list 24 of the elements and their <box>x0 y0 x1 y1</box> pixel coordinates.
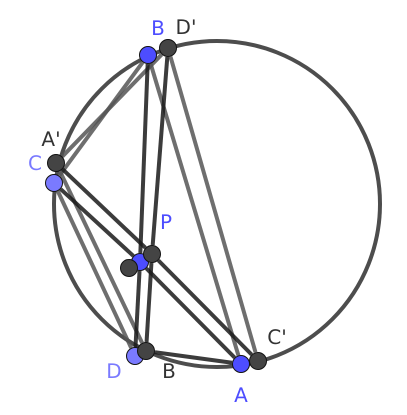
line-segment <box>138 64 150 254</box>
point-label: B <box>151 18 165 38</box>
point-label: P <box>160 212 172 232</box>
line-segment <box>59 188 135 258</box>
line-segment <box>156 258 254 356</box>
line-segment <box>154 350 232 365</box>
line-segment <box>144 266 236 360</box>
line-segment <box>133 270 142 348</box>
point-label: A' <box>41 129 61 149</box>
point-label: B <box>162 361 176 381</box>
point-label: C' <box>267 327 287 347</box>
line-segment <box>56 190 133 349</box>
line-segment <box>58 170 144 344</box>
line-segment <box>150 56 170 246</box>
point-label: D <box>106 361 122 381</box>
line-segment <box>58 61 144 177</box>
line-segment <box>148 63 240 356</box>
line-segment <box>144 262 154 342</box>
line-segment <box>61 168 147 250</box>
point-label: D' <box>176 17 196 37</box>
point-label: A <box>234 385 248 405</box>
line-segment <box>60 53 164 158</box>
line-segment <box>168 56 258 353</box>
point-label: C <box>28 153 42 173</box>
